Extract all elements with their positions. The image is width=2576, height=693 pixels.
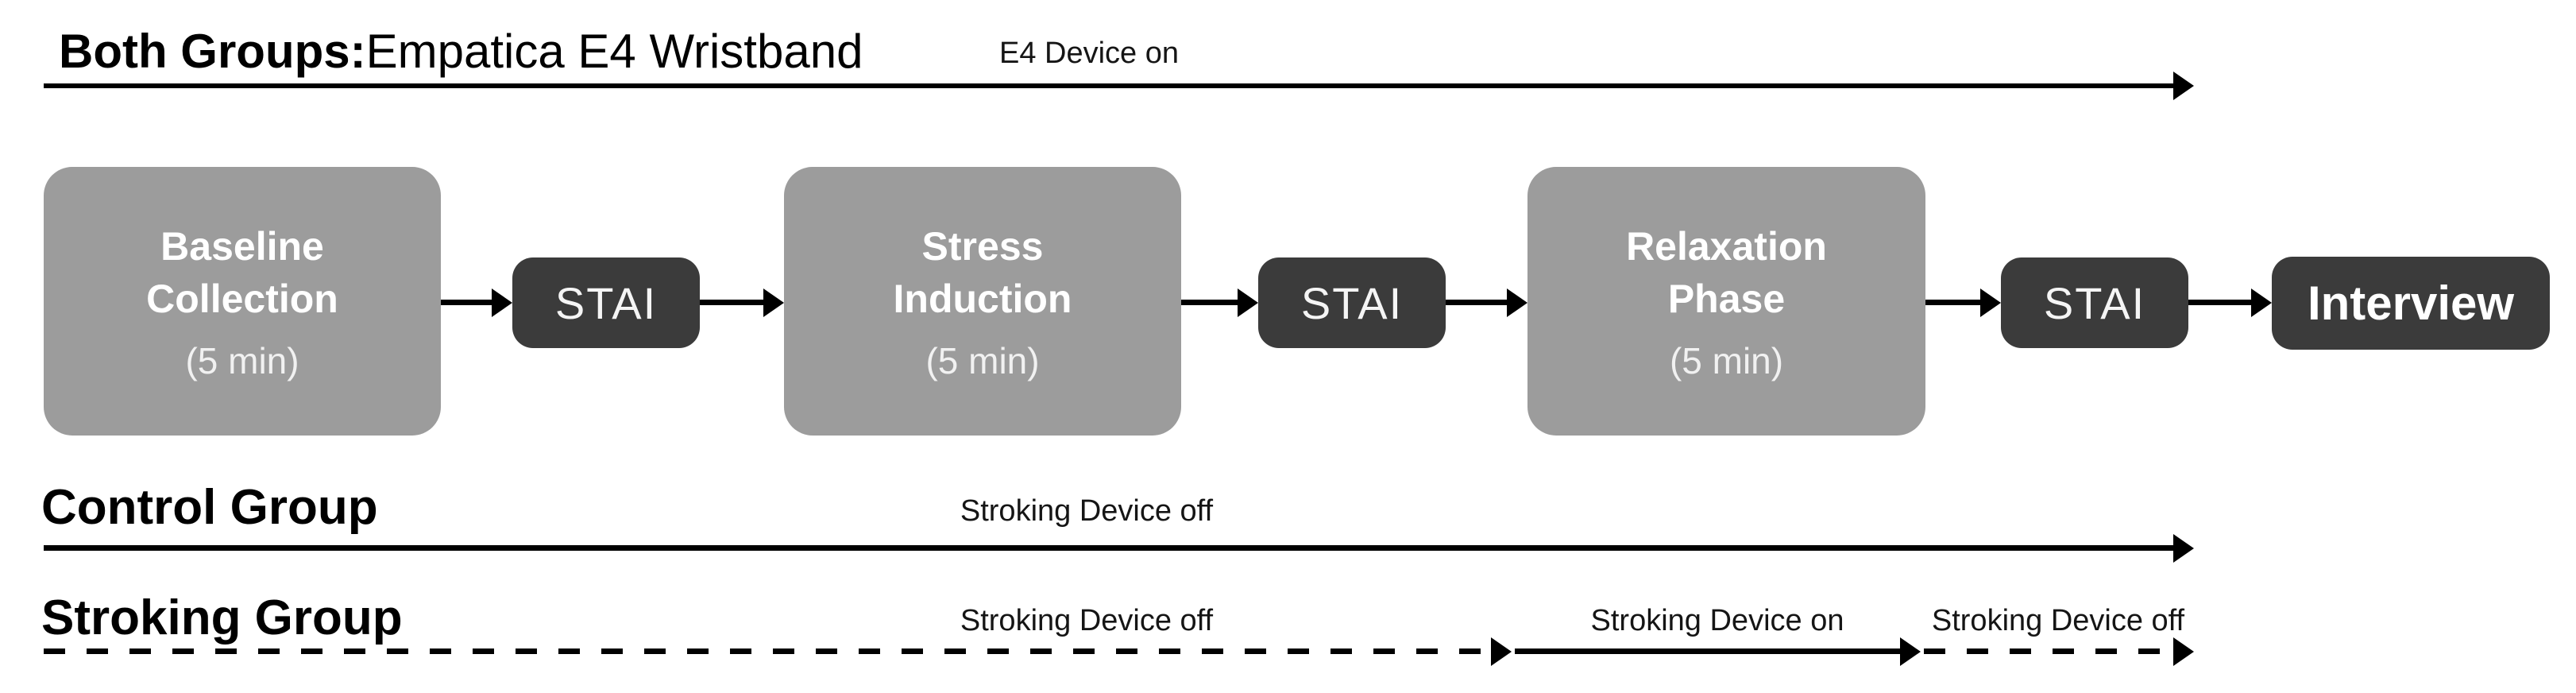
stroking-off-label-1: Stroking Device off — [960, 604, 1214, 637]
stroking-group-label: Stroking Group — [41, 590, 403, 645]
interview-label: Interview — [2307, 277, 2515, 330]
flow-arrow-head-icon — [1238, 288, 1258, 317]
flow-arrow — [1925, 287, 2001, 319]
stroking-dashed-line-1 — [44, 648, 1491, 654]
flow-arrow-head-icon — [2251, 288, 2272, 317]
stroking-arrow-head-icon — [1491, 637, 1512, 666]
flow-arrow-line — [1925, 300, 1982, 305]
flow-arrow-line — [441, 300, 493, 305]
flow-arrow — [1446, 287, 1527, 319]
flow-arrow — [2188, 287, 2272, 319]
stroking-off-label-2: Stroking Device off — [1931, 604, 2185, 637]
both-groups-label: Both Groups: — [59, 25, 366, 78]
control-arrow-dashed-line — [44, 545, 2175, 551]
wristband-label: Empatica E4 Wristband — [365, 25, 863, 78]
e4-arrow-head-icon — [2173, 72, 2194, 100]
stroking-arrow-head-icon — [2173, 637, 2194, 666]
interview-box: Interview — [2272, 257, 2550, 350]
flow-arrow-head-icon — [492, 288, 512, 317]
stai-box-2: STAI — [1258, 257, 1446, 348]
flow-arrow — [441, 287, 512, 319]
phase-box-baseline: Baseline Collection (5 min) — [44, 167, 441, 436]
flow-arrow — [1181, 287, 1258, 319]
stroking-dashed-line-2 — [1924, 648, 2173, 654]
stai-box-3: STAI — [2001, 257, 2188, 348]
phase-duration: (5 min) — [925, 340, 1040, 381]
phase-box-relaxation: Relaxation Phase (5 min) — [1527, 167, 1925, 436]
e4-device-on-label: E4 Device on — [999, 37, 1180, 70]
flow-arrow-head-icon — [763, 288, 784, 317]
flow-arrow-line — [700, 300, 765, 305]
stai-label: STAI — [1300, 277, 1404, 328]
phase-title: Stress Induction — [893, 224, 1072, 321]
e4-timeline-arrow — [44, 70, 2194, 102]
control-arrow-head-icon — [2173, 534, 2194, 563]
stai-label: STAI — [554, 277, 658, 328]
phase-box-stress: Stress Induction (5 min) — [784, 167, 1181, 436]
stroking-group-arrow — [44, 636, 2194, 668]
stai-label: STAI — [2043, 277, 2146, 328]
control-group-label: Control Group — [41, 480, 378, 535]
phase-duration: (5 min) — [1669, 340, 1784, 381]
control-stroking-off-label: Stroking Device off — [960, 494, 1214, 528]
flow-arrow — [700, 287, 784, 319]
e4-arrow-line — [44, 83, 2175, 88]
flow-arrow-line — [1181, 300, 1239, 305]
phase-title: Baseline Collection — [146, 224, 338, 321]
flow-arrow-head-icon — [1980, 288, 2001, 317]
stroking-solid-line — [1515, 648, 1900, 654]
stroking-on-label: Stroking Device on — [1590, 604, 1844, 637]
phase-duration: (5 min) — [185, 340, 299, 381]
stai-box-1: STAI — [512, 257, 700, 348]
both-groups-heading: Both Groups:Empatica E4 Wristband — [59, 25, 863, 78]
phase-title: Relaxation Phase — [1626, 224, 1827, 321]
flow-arrow-line — [1446, 300, 1508, 305]
flow-arrow-head-icon — [1507, 288, 1527, 317]
flow-arrow-line — [2188, 300, 2253, 305]
control-group-arrow — [44, 532, 2194, 564]
stroking-arrow-head-icon — [1900, 637, 1921, 666]
